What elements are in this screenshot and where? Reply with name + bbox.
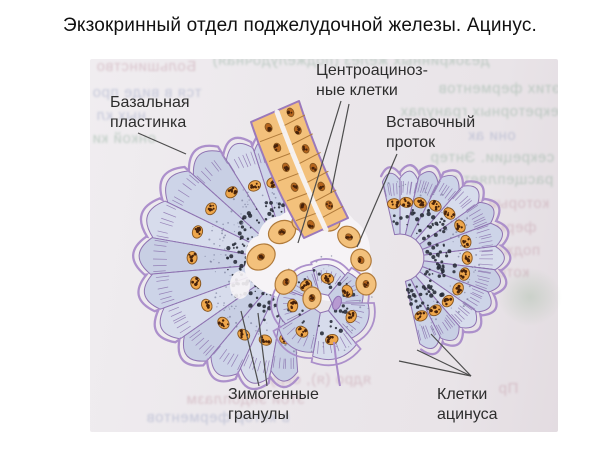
label-line: гранулы [228, 406, 289, 423]
label-acinar-cells: Клетки ацинуса [437, 385, 498, 425]
bleed-fragment: поджелуд [468, 242, 541, 259]
bleed-fragment: Большинство [96, 59, 197, 75]
label-intercalated-duct: Вставочный проток [386, 113, 475, 153]
bleed-fragment: ферменты [458, 219, 537, 236]
label-line: Базальная [110, 94, 190, 111]
label-line: Центроациноз- [316, 62, 428, 79]
label-line: проток [386, 134, 436, 151]
label-basal-lamina: Базальная пластинка [110, 93, 190, 133]
label-line: пластинка [110, 114, 187, 131]
label-line: Зимогенные [228, 386, 319, 403]
bleed-fragment: Пр [498, 380, 519, 397]
label-line: ные клетки [316, 82, 398, 99]
slide-title: Экзокринный отдел поджелудочной железы. … [62, 15, 538, 36]
label-centroacinar-cells: Центроациноз- ные клетки [316, 61, 428, 101]
bleed-fragment: которыи зало [448, 195, 550, 212]
label-zymogen-granules: Зимогенные гранулы [228, 385, 319, 425]
bleed-fragment: расщепляет трип [424, 171, 554, 188]
label-line: ацинуса [437, 406, 498, 423]
bleed-fragment: этих ферментов [438, 80, 558, 97]
page-watermark [498, 268, 562, 326]
label-line: Клетки [437, 386, 488, 403]
label-line: Вставочный [386, 114, 476, 131]
